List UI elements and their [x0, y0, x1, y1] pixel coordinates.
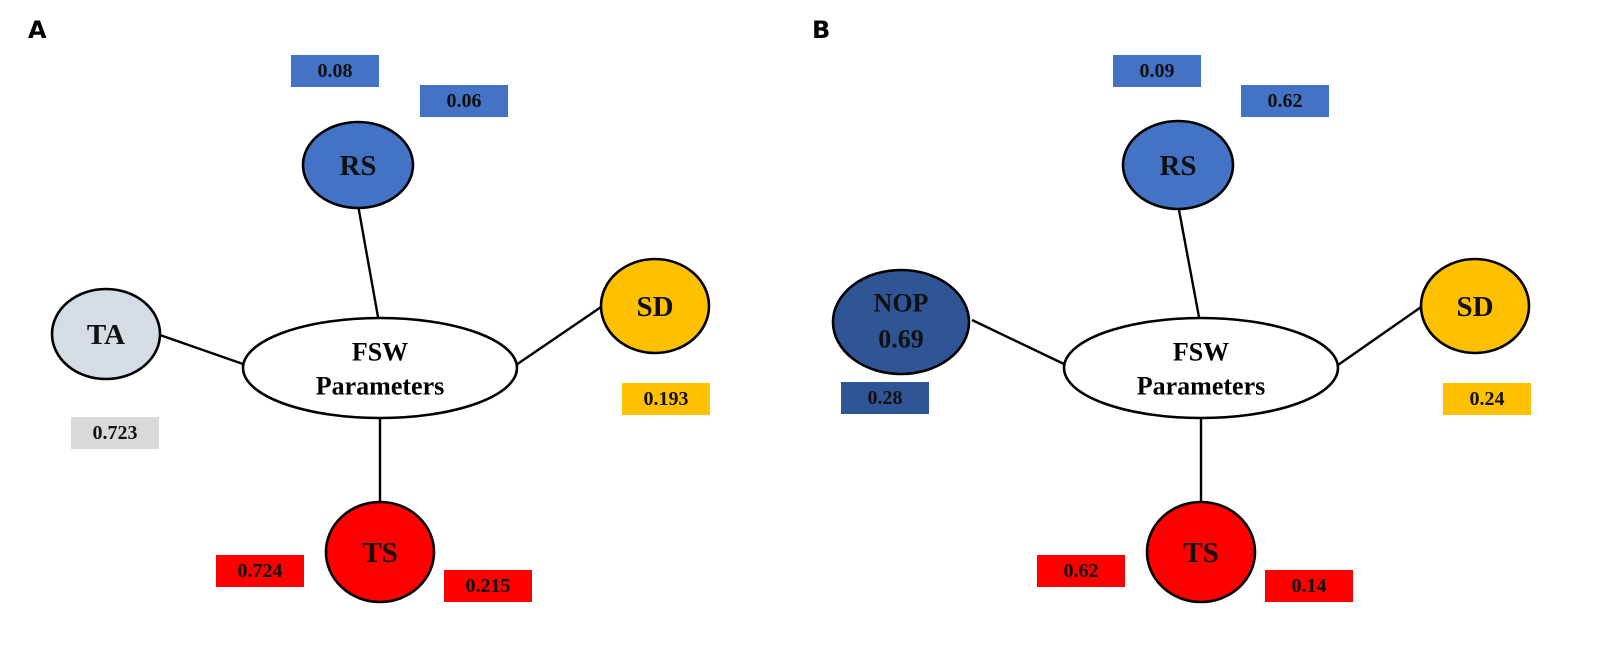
- node-rs: RS: [1121, 119, 1235, 211]
- value-box-ts-right: 0.215: [444, 570, 532, 602]
- node-sd: SD: [1419, 257, 1531, 355]
- svg-text:0.28: 0.28: [868, 387, 903, 409]
- value-box-rs-right: 0.62: [1241, 85, 1329, 117]
- hub-fsw-parameters: FSW Parameters: [241, 316, 519, 420]
- value-box-rs-right: 0.06: [420, 85, 508, 117]
- edge-hub-sd: [1337, 304, 1425, 366]
- edge-hub-sd: [515, 304, 605, 366]
- svg-text:0.62: 0.62: [1064, 560, 1099, 582]
- svg-text:0.193: 0.193: [644, 388, 689, 410]
- value-box-rs-left: 0.09: [1113, 55, 1201, 87]
- value-box-ts-left: 0.724: [216, 555, 304, 587]
- panel-b: B 0.09 0.62 0.28 0.24 0.62 0.14: [806, 0, 1611, 645]
- svg-text:TS: TS: [1183, 537, 1218, 569]
- value-box-rs-left-bg: [1113, 55, 1201, 87]
- value-box-ta-bg: [71, 417, 159, 449]
- svg-text:RS: RS: [339, 150, 376, 182]
- value-box-nop: 0.28: [841, 382, 929, 414]
- value-box-ts-right-bg: [1265, 570, 1353, 602]
- node-ts: TS: [1145, 500, 1257, 604]
- panel-b-letter: B: [812, 16, 830, 44]
- edge-hub-ta: [156, 332, 244, 366]
- panel-a: A 0.08 0.06 0.723 0.193 0.724 0.215: [0, 0, 805, 645]
- value-box-sd-bg: [622, 383, 710, 415]
- node-ts: TS: [324, 500, 436, 604]
- node-nop: NOP 0.69: [831, 268, 971, 376]
- edge-hub-nop: [971, 318, 1065, 366]
- value-box-nop-bg: [841, 382, 929, 414]
- svg-text:RS: RS: [1159, 150, 1196, 182]
- svg-text:TA: TA: [87, 319, 125, 351]
- value-box-ts-left-bg: [216, 555, 304, 587]
- value-box-sd-bg: [1443, 383, 1531, 415]
- edge-hub-rs: [356, 204, 380, 318]
- svg-text:0.723: 0.723: [93, 422, 138, 444]
- svg-text:NOP: NOP: [874, 289, 929, 318]
- svg-text:0.24: 0.24: [1470, 388, 1505, 410]
- svg-text:0.69: 0.69: [878, 325, 924, 354]
- svg-text:Parameters: Parameters: [1137, 372, 1265, 401]
- svg-text:Parameters: Parameters: [316, 372, 444, 401]
- panel-a-letter: A: [28, 16, 47, 44]
- panel-a-diagram: A 0.08 0.06 0.723 0.193 0.724 0.215: [28, 16, 711, 604]
- value-box-rs-left-bg: [291, 55, 379, 87]
- node-ta: TA: [50, 287, 162, 381]
- svg-text:0.215: 0.215: [466, 575, 511, 597]
- svg-text:0.06: 0.06: [447, 90, 482, 112]
- svg-text:0.14: 0.14: [1292, 575, 1327, 597]
- value-box-ts-right-bg: [444, 570, 532, 602]
- svg-text:FSW: FSW: [1173, 338, 1229, 367]
- svg-text:TS: TS: [362, 537, 397, 569]
- value-box-rs-right-bg: [1241, 85, 1329, 117]
- edge-hub-rs: [1177, 209, 1201, 318]
- value-box-ts-left-bg: [1037, 555, 1125, 587]
- svg-text:0.724: 0.724: [238, 560, 283, 582]
- svg-text:0.62: 0.62: [1268, 90, 1303, 112]
- value-box-rs-right-bg: [420, 85, 508, 117]
- svg-text:0.09: 0.09: [1140, 60, 1175, 82]
- node-rs: RS: [301, 120, 415, 210]
- svg-text:SD: SD: [1456, 291, 1493, 323]
- value-box-ta: 0.723: [71, 417, 159, 449]
- svg-text:SD: SD: [636, 291, 673, 323]
- value-box-sd: 0.24: [1443, 383, 1531, 415]
- svg-text:0.08: 0.08: [318, 60, 353, 82]
- svg-text:FSW: FSW: [352, 338, 408, 367]
- value-box-sd: 0.193: [622, 383, 710, 415]
- value-box-ts-right: 0.14: [1265, 570, 1353, 602]
- hub-fsw-parameters: FSW Parameters: [1062, 316, 1340, 420]
- panel-b-diagram: B 0.09 0.62 0.28 0.24 0.62 0.14: [812, 16, 1531, 604]
- node-sd: SD: [599, 257, 711, 355]
- value-box-ts-left: 0.62: [1037, 555, 1125, 587]
- value-box-rs-left: 0.08: [291, 55, 379, 87]
